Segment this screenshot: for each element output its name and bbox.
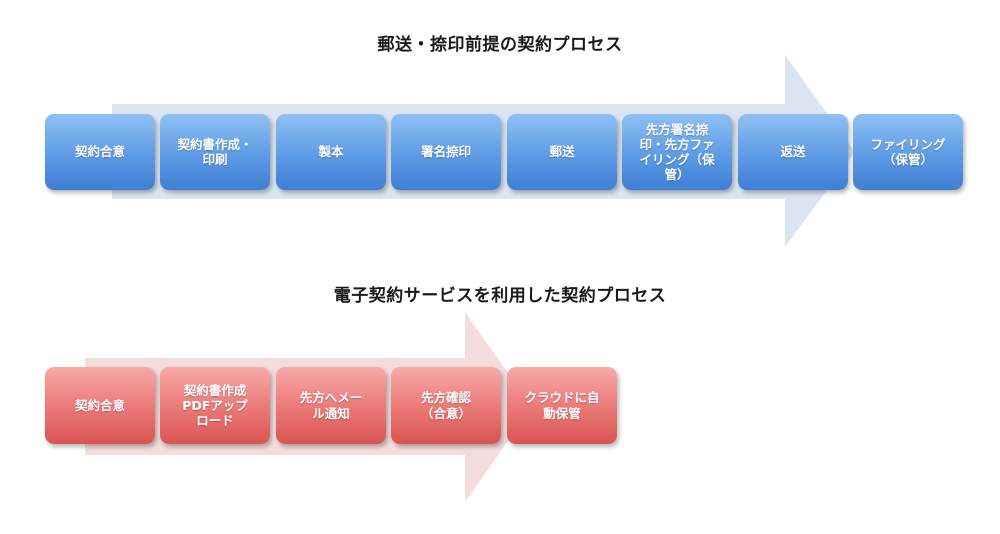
- postal-process-title: 郵送・捺印前提の契約プロセス: [377, 35, 623, 55]
- postal-step-filing: ファイリング （保管）: [853, 114, 963, 190]
- postal-step-counterparty-sign-file: 先方署名捺 印・先方ファ イリング（保 管）: [622, 114, 732, 190]
- electronic-process-title: 電子契約サービスを利用した契約プロセス: [333, 286, 667, 306]
- postal-step-binding: 製本: [276, 114, 386, 190]
- postal-step-sign-seal: 署名捺印: [391, 114, 501, 190]
- electronic-step-counterparty-confirm: 先方確認 （合意）: [391, 367, 501, 444]
- electronic-step-agreement: 契約合意: [45, 367, 155, 444]
- postal-step-create-print: 契約書作成・ 印刷: [160, 114, 270, 190]
- postal-step-mail: 郵送: [507, 114, 617, 190]
- postal-step-agreement: 契約合意: [45, 114, 155, 190]
- electronic-step-cloud-storage: クラウドに自 動保管: [507, 367, 617, 444]
- electronic-step-email-notice: 先方へメー ル通知: [276, 367, 386, 444]
- electronic-step-create-upload: 契約書作成 PDFアップ ロード: [160, 367, 270, 444]
- postal-step-return: 返送: [738, 114, 848, 190]
